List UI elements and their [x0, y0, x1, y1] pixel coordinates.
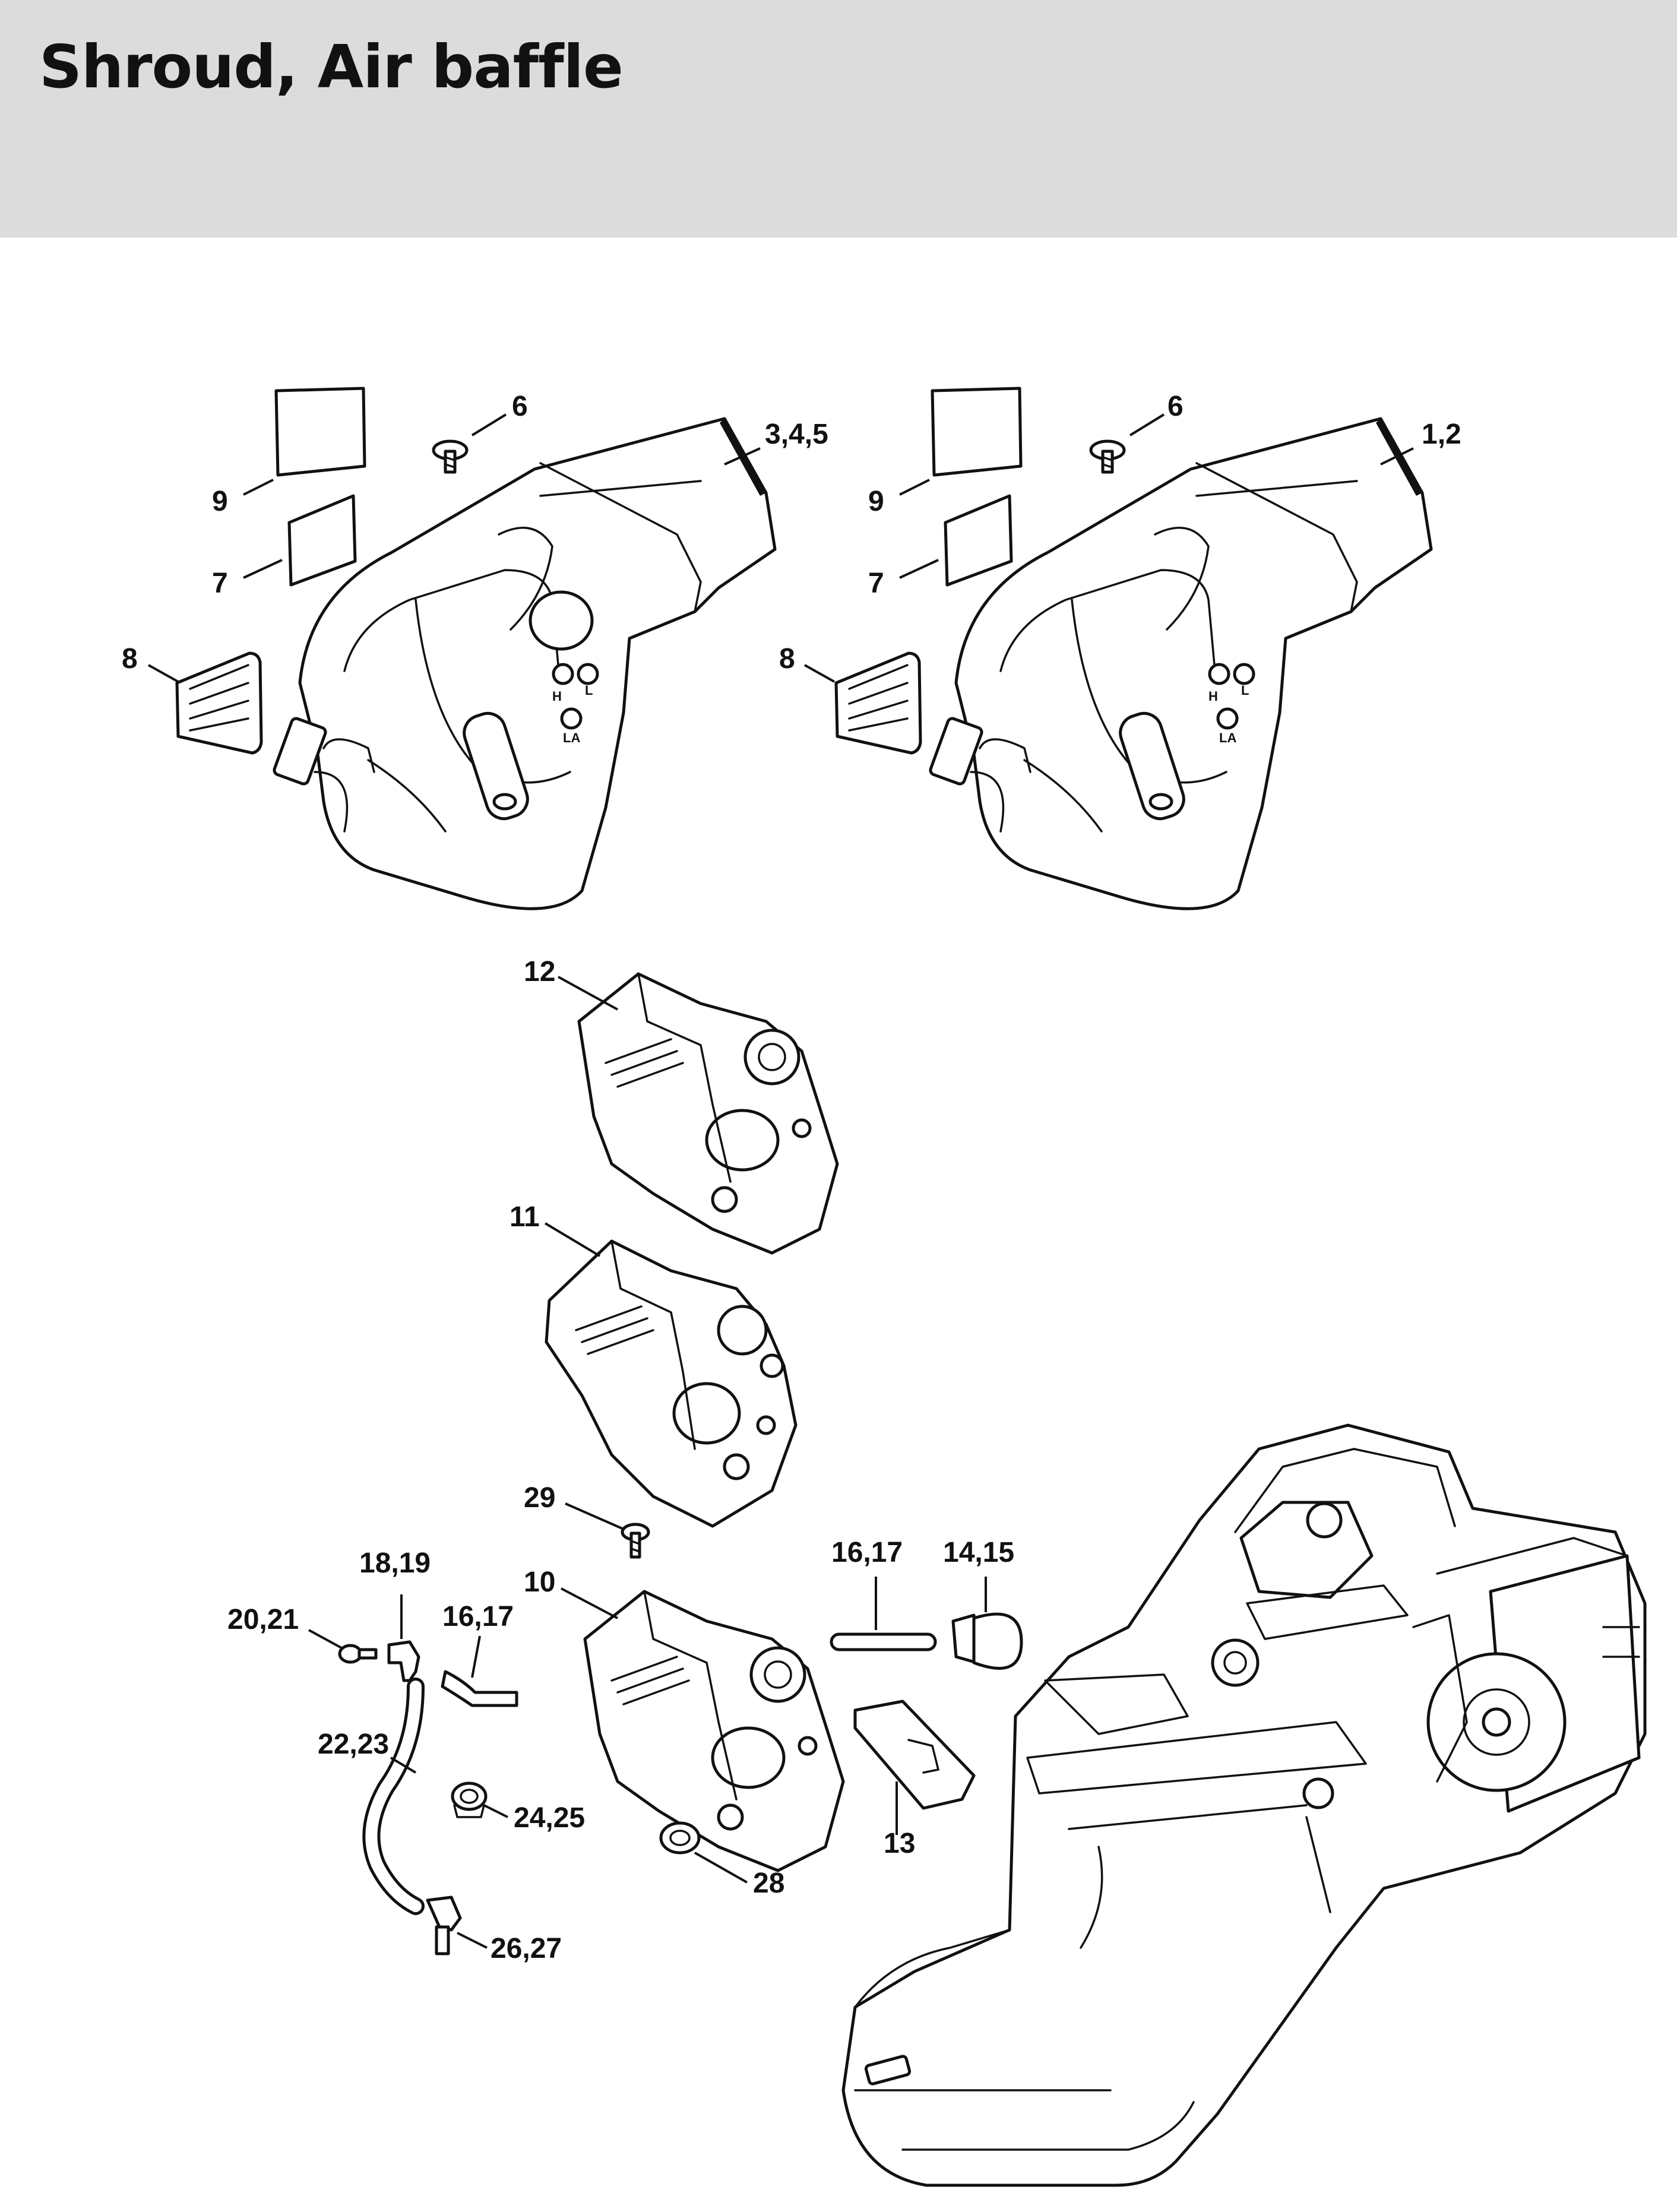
- marking-h-right: H: [1208, 689, 1218, 704]
- chainsaw-assembly: [841, 1423, 1647, 2187]
- callout-3-4-5: 3,4,5: [765, 419, 828, 450]
- hose-16-17-long: [830, 1632, 937, 1651]
- callout-10: 10: [524, 1567, 555, 1598]
- leader-lines: [148, 413, 1414, 1949]
- screw-6-right: [1089, 439, 1126, 474]
- callout-16-17-left: 16,17: [442, 1601, 514, 1632]
- cover-13: [853, 1700, 976, 1810]
- marking-la-left: LA: [563, 730, 580, 745]
- page-title: Shroud, Air baffle: [39, 32, 624, 102]
- callout-28: 28: [753, 1868, 784, 1899]
- grommet-28: [659, 1821, 701, 1855]
- callout-9-right: 9: [868, 486, 884, 517]
- marking-la-right: LA: [1219, 730, 1236, 745]
- shroud-markings: H L LA H L LA: [552, 683, 1249, 745]
- marking-h-left: H: [552, 689, 562, 704]
- exploded-parts-diagram: 6 3,4,5 9 7 8 6 1,2 9 7 8 12 11 29 10 18…: [0, 238, 1677, 2209]
- label-8-right: [834, 651, 922, 755]
- label-7-right: [944, 494, 1013, 587]
- screw-6-left: [432, 439, 469, 474]
- screw-29: [621, 1523, 650, 1559]
- callout-29: 29: [524, 1482, 555, 1514]
- marking-l-left: L: [585, 683, 593, 698]
- label-9-left: [274, 387, 366, 477]
- callout-18-19: 18,19: [359, 1548, 431, 1579]
- title-banner: Shroud, Air baffle: [0, 0, 1677, 238]
- callout-6-right: 6: [1167, 391, 1184, 422]
- callout-14-15: 14,15: [943, 1537, 1014, 1568]
- primer-bulb-14-15: [951, 1612, 1023, 1670]
- callout-8-left: 8: [122, 643, 138, 675]
- elbow-18-19: [387, 1640, 420, 1682]
- callout-9-left: 9: [212, 486, 228, 517]
- hose-22-23: [362, 1678, 425, 1915]
- callout-labels: 6 3,4,5 9 7 8 6 1,2 9 7 8 12 11 29 10 18…: [122, 391, 1461, 1964]
- air-baffle-11: [545, 1239, 798, 1528]
- shroud-left: [273, 417, 777, 910]
- label-8-left: [175, 651, 263, 755]
- callout-7-right: 7: [868, 568, 884, 599]
- air-baffle-10: [583, 1590, 845, 1872]
- marking-l-right: L: [1241, 683, 1249, 698]
- label-7-left: [287, 494, 357, 587]
- callout-7-left: 7: [212, 568, 228, 599]
- callout-6-left: 6: [512, 391, 528, 422]
- screw-20-21: [338, 1644, 378, 1664]
- hose-16-17-short: [441, 1670, 518, 1707]
- callout-12: 12: [524, 956, 555, 988]
- callout-20-21: 20,21: [227, 1604, 299, 1635]
- fitting-26-27: [426, 1895, 462, 1955]
- callout-24-25: 24,25: [514, 1802, 585, 1834]
- callout-26-27: 26,27: [491, 1933, 562, 1964]
- shroud-right: [929, 417, 1433, 910]
- air-baffle-12: [577, 972, 839, 1255]
- callout-8-right: 8: [779, 643, 795, 675]
- callout-1-2: 1,2: [1422, 419, 1461, 450]
- label-9-right: [931, 387, 1023, 477]
- callout-16-17-right: 16,17: [831, 1537, 903, 1568]
- grommet-24-25: [451, 1781, 488, 1818]
- callout-11: 11: [510, 1201, 540, 1233]
- callout-22-23: 22,23: [318, 1729, 389, 1760]
- callout-13: 13: [884, 1828, 915, 1859]
